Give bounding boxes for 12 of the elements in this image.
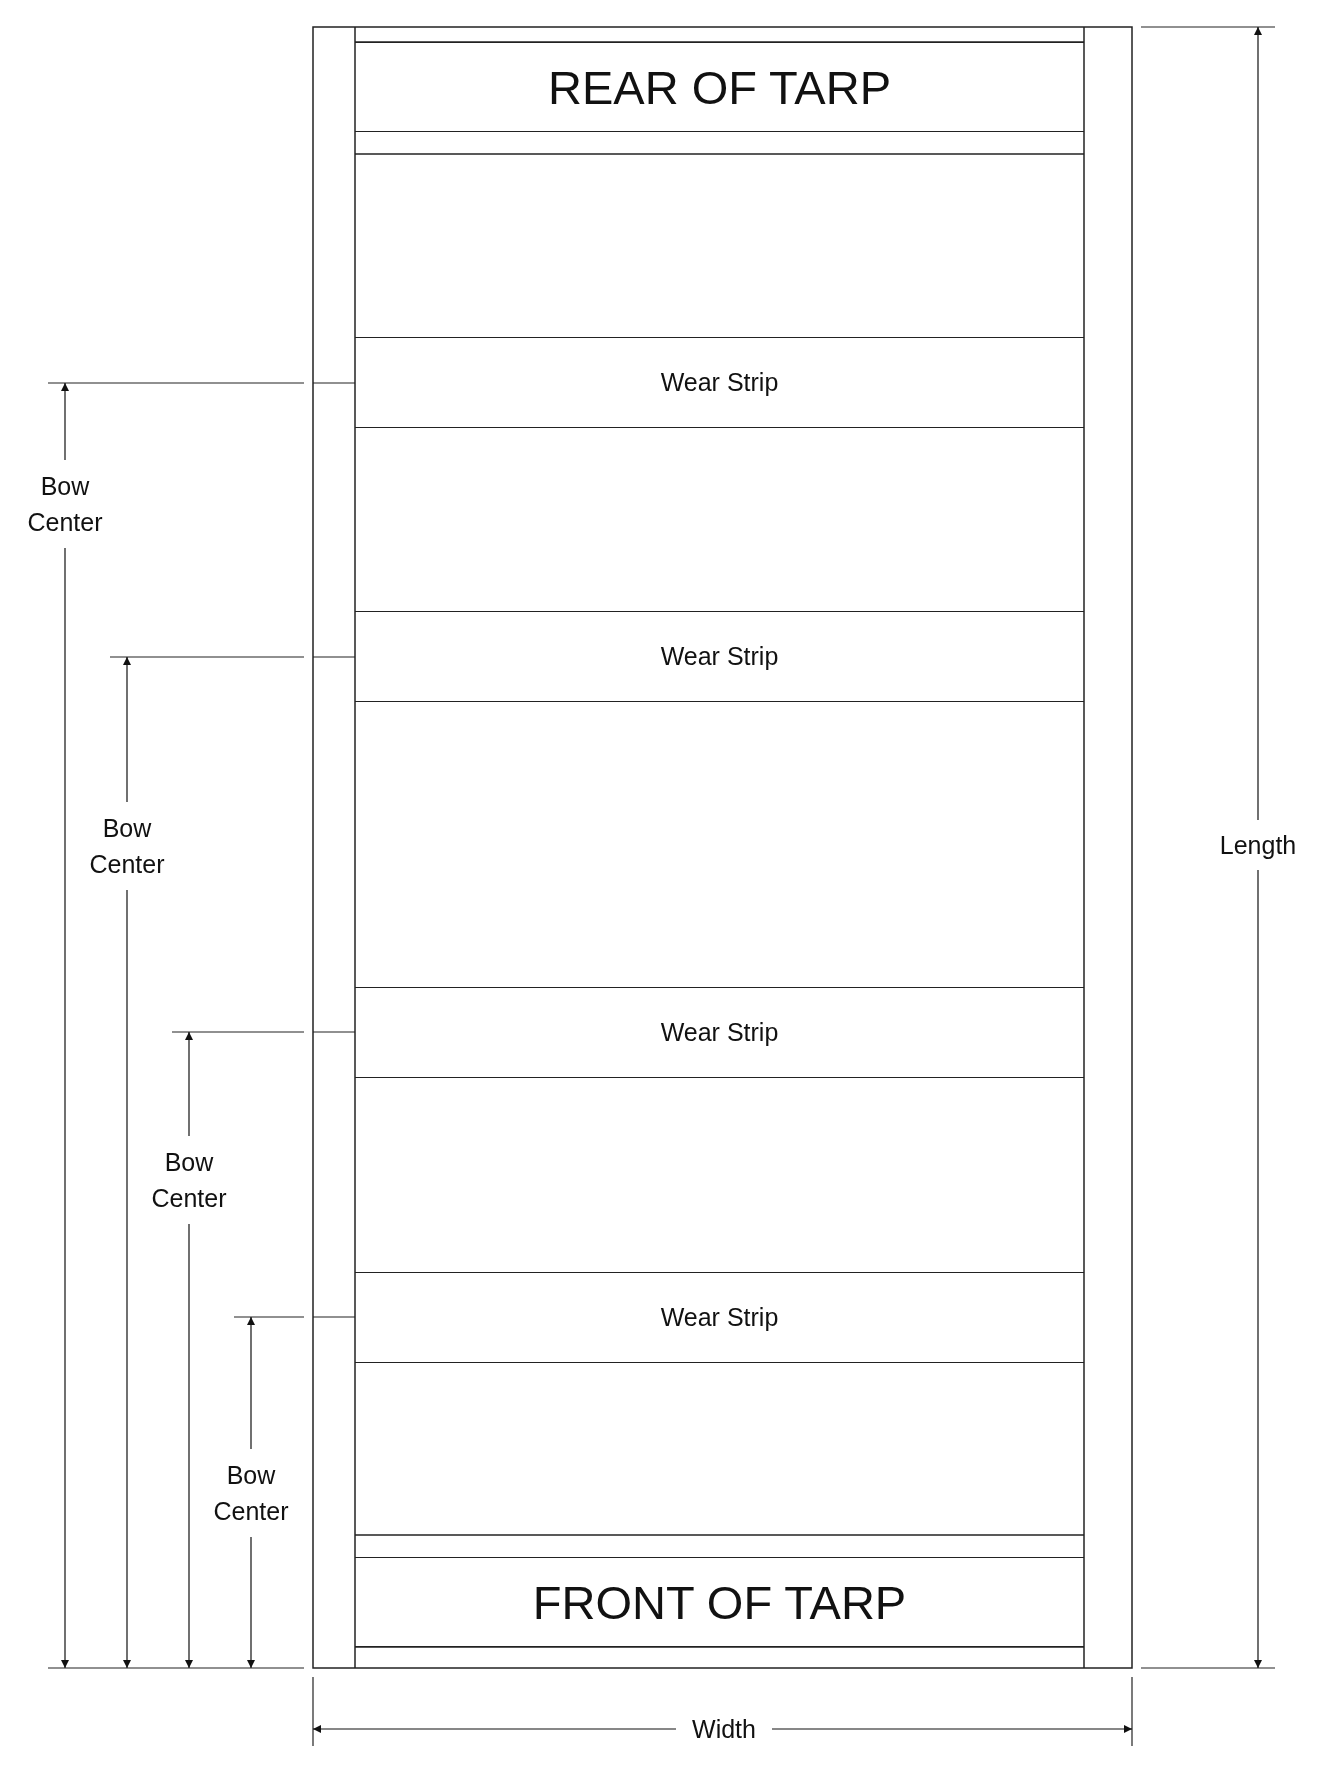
wear-strip-band — [355, 1272, 1084, 1363]
tarp-end-band — [355, 42, 1084, 132]
band-label: FRONT OF TARP — [532, 1574, 907, 1630]
band-label: Wear Strip — [660, 368, 779, 397]
band-label: REAR OF TARP — [548, 59, 891, 115]
band-label: Wear Strip — [660, 642, 779, 671]
wear-strip-band — [355, 611, 1084, 702]
wear-strip-band — [355, 337, 1084, 428]
tarp-end-band — [355, 1557, 1084, 1647]
band-label: Wear Strip — [660, 1303, 779, 1332]
band-label: Wear Strip — [660, 1018, 779, 1047]
wear-strip-band — [355, 987, 1084, 1078]
